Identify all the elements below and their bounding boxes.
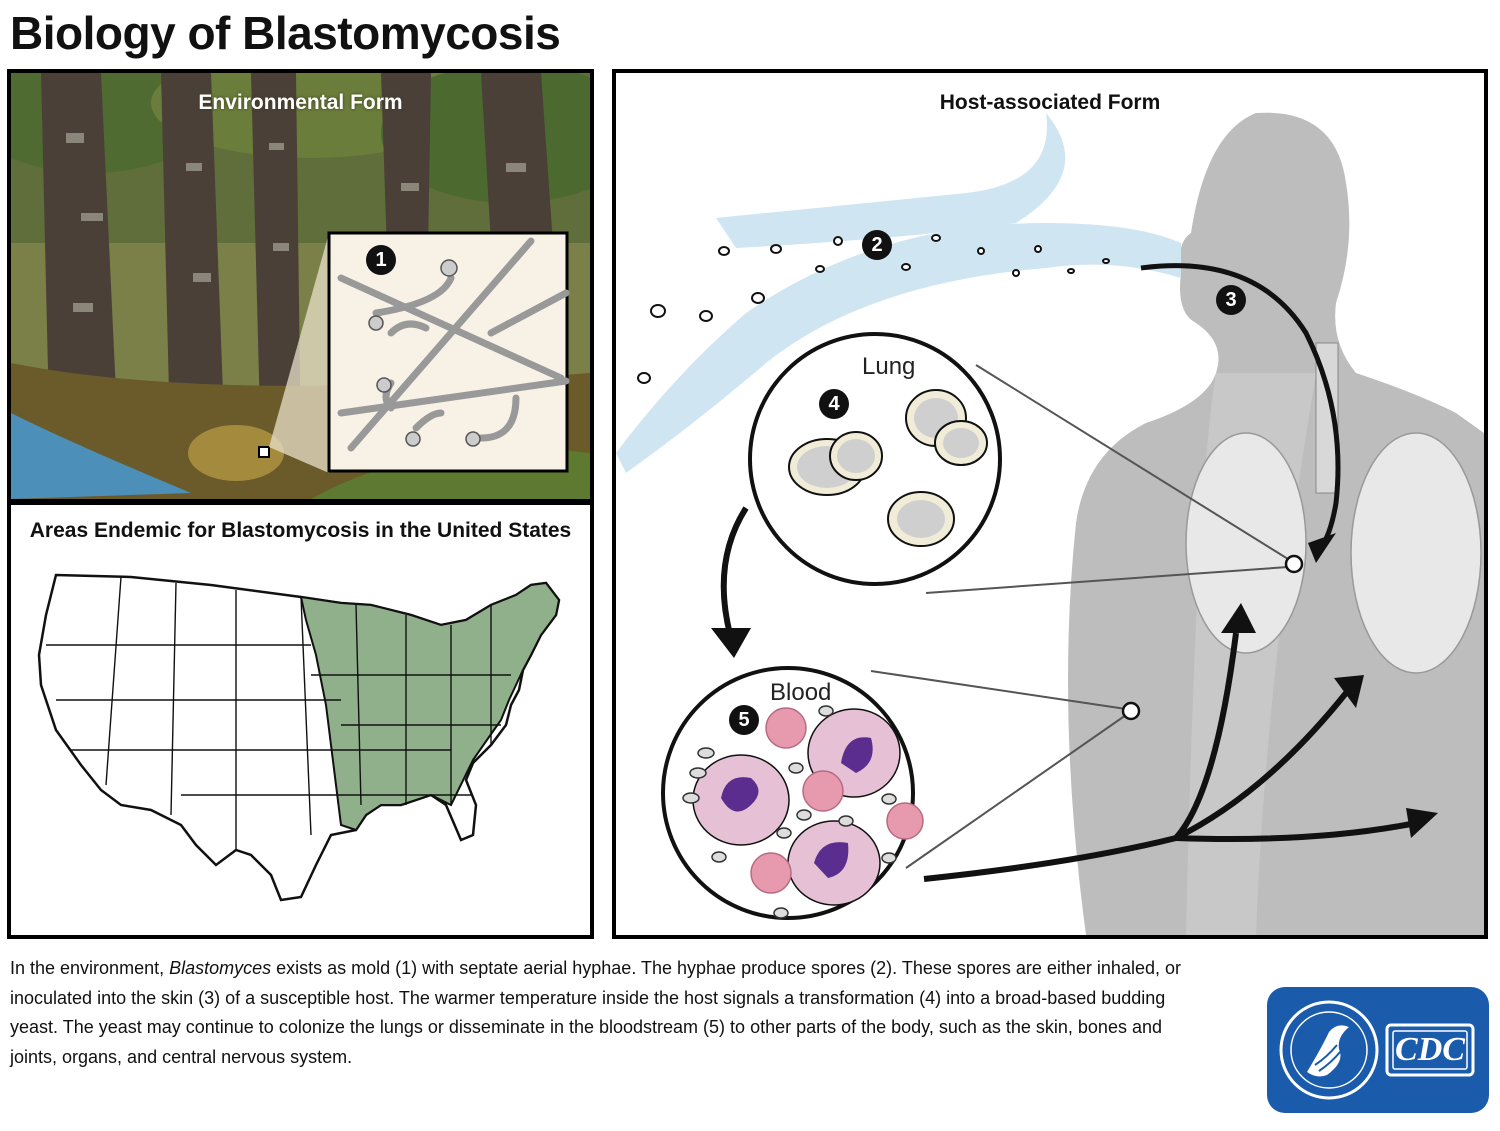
step-5-badge: 5 <box>729 705 759 735</box>
caption-intro: In the environment, <box>10 958 170 978</box>
caption-italic: Blastomyces <box>169 958 272 978</box>
hhs-cdc-logo: CDC <box>1267 987 1489 1113</box>
blood-label: Blood <box>770 679 832 706</box>
host-associated-form-title: Host-associated Form <box>939 91 1161 114</box>
endemic-map-title: Areas Endemic for Blastomycosis in the U… <box>29 519 572 542</box>
step-1-badge: 1 <box>366 245 396 275</box>
lung-label: Lung <box>862 353 916 380</box>
endemic-map-panel: Areas Endemic for Blastomycosis in the U… <box>7 501 594 939</box>
forest-illustration <box>11 73 590 499</box>
step-3-badge: 3 <box>1216 285 1246 315</box>
cdc-wordmark: CDC <box>1395 1031 1465 1068</box>
step-4-badge: 4 <box>819 389 849 419</box>
us-endemic-map <box>37 573 561 902</box>
environmental-form-title: Environmental Form <box>198 91 403 114</box>
host-associated-form-panel: Host-associated Form Lung Blood 2 3 4 5 <box>612 69 1488 939</box>
step-2-badge: 2 <box>862 230 892 260</box>
page-title: Biology of Blastomycosis <box>10 7 561 59</box>
environmental-form-panel: Environmental Form 1 <box>7 69 594 503</box>
caption: In the environment, Blastomyces exists a… <box>10 954 1210 1072</box>
host-illustration <box>616 112 1484 935</box>
caption-body: exists as mold (1) with septate aerial h… <box>10 958 1181 1067</box>
hhs-seal-icon <box>1279 1000 1475 1100</box>
